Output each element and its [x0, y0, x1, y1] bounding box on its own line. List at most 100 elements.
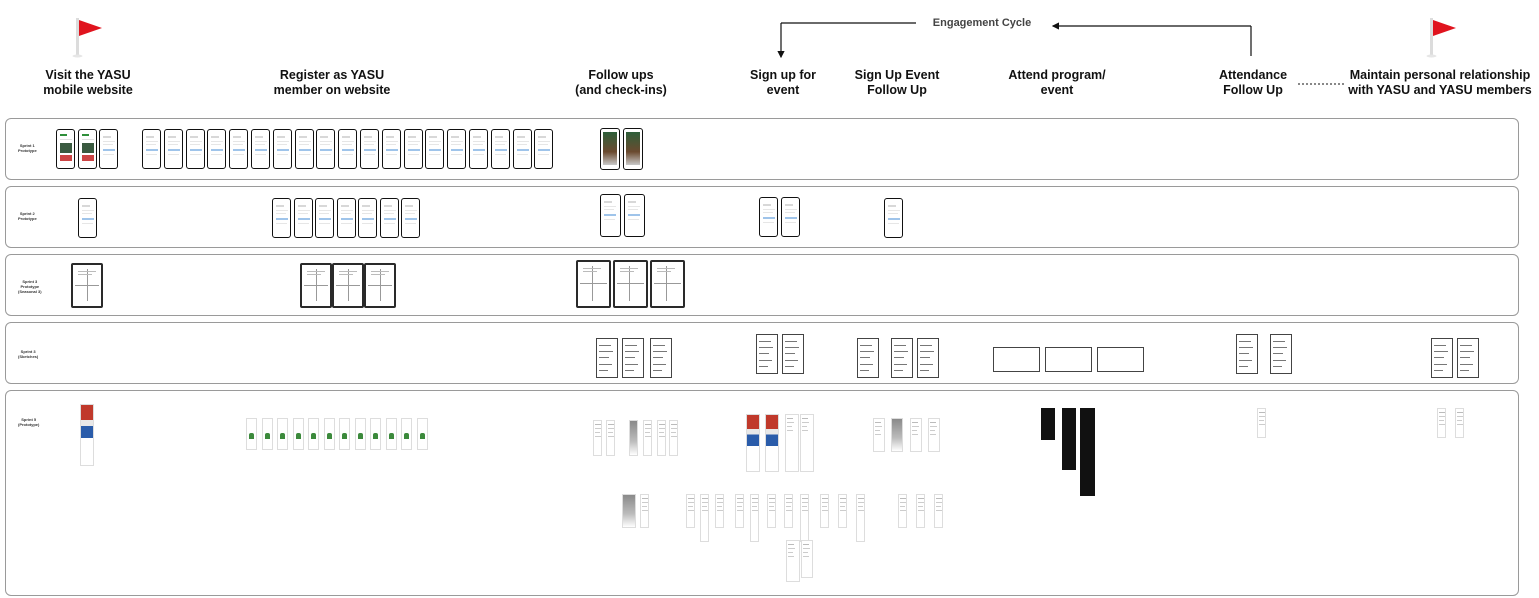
- sprint5-screen: [416, 418, 428, 450]
- sprint1-screen: [600, 128, 620, 170]
- sprint2-screen: [379, 198, 399, 238]
- sprint3-sketch-screen: [857, 338, 879, 378]
- sprint5-screen: [838, 494, 847, 528]
- sprint1-screen: [56, 129, 75, 169]
- sprint5-screen: [1041, 408, 1055, 440]
- sprint3-tablet-screen: [364, 263, 396, 308]
- sprint3-sketch-screen: [993, 347, 1040, 372]
- sprint1-screen: [534, 129, 554, 169]
- sprint3-sketch-screen: [1270, 334, 1292, 374]
- sprint5-screen: [1455, 408, 1464, 438]
- sprint5-screen: [735, 494, 744, 528]
- sprint1-screen: [294, 129, 314, 169]
- sprint5-screen: [622, 494, 636, 528]
- sprint5-screen: [401, 418, 412, 450]
- sprint3-sketch-screen: [1045, 347, 1092, 372]
- stage-visit: Visit the YASU mobile website: [43, 68, 133, 97]
- stage-register: Register as YASU member on website: [273, 68, 391, 97]
- sprint1-screen: [99, 129, 118, 169]
- sprint5-screen: [1062, 408, 1076, 470]
- sprint5-screen: [686, 494, 695, 528]
- sprint2-screen: [78, 198, 97, 238]
- sprint1-screen: [447, 129, 467, 169]
- sprint3-sketch-screen: [917, 338, 939, 378]
- sprint5-screen: [767, 494, 776, 528]
- sprint2-screen: [358, 198, 377, 238]
- sprint1-screen: [229, 129, 249, 169]
- sprint3-sketch-screen: [650, 338, 672, 378]
- sprint5-screen: [820, 494, 829, 528]
- row-label-sprint5: Sprint 5 (Prototype): [18, 417, 40, 427]
- sprint1-screen: [185, 129, 205, 169]
- sprint5-screen: [928, 418, 940, 452]
- sprint1-screen: [381, 129, 401, 169]
- sprint5-screen: [643, 420, 652, 456]
- sprint5-screen: [246, 418, 257, 450]
- sprint3-sketch-screen: [756, 334, 778, 374]
- sprint3-tablet-screen: [613, 260, 648, 308]
- sprint5-screen: [606, 420, 615, 456]
- sprint5-screen: [354, 418, 366, 450]
- sprint5-screen: [629, 420, 638, 456]
- row-label-sprint3-tablet: Sprint 3 Prototype (Seasonal 3): [18, 279, 42, 294]
- sprint3-sketch-screen: [891, 338, 913, 378]
- sprint5-screen: [934, 494, 943, 528]
- stage-followups: Follow ups (and check-ins): [575, 68, 667, 97]
- row-label-sprint3-sketch: Sprint 3 (Sketches): [18, 349, 39, 359]
- sprint1-screen: [512, 129, 532, 169]
- sprint5-screen: [750, 494, 759, 542]
- sprint1-screen: [425, 129, 445, 169]
- sprint2-screen: [884, 198, 903, 238]
- sprint5-screen: [308, 418, 319, 450]
- sprint3-tablet-screen: [332, 263, 364, 308]
- stage-signup: Sign up for event: [750, 68, 816, 97]
- engagement-cycle-label: Engagement Cycle: [932, 17, 1032, 29]
- sprint3-sketch-screen: [1431, 338, 1453, 378]
- sprint5-screen: [765, 414, 779, 472]
- sprint5-screen: [785, 414, 799, 472]
- sprint5-screen: [277, 418, 288, 450]
- sprint5-screen: [339, 418, 350, 450]
- sprint3-tablet-screen: [650, 260, 685, 308]
- sprint5-screen: [916, 494, 925, 528]
- stage-signup-followup: Sign Up Event Follow Up: [854, 68, 940, 97]
- sprint3-sketch-screen: [1457, 338, 1479, 378]
- sprint3-sketch-screen: [1236, 334, 1258, 374]
- sprint5-screen: [898, 494, 907, 528]
- sprint5-screen: [261, 418, 273, 450]
- sprint1-screen: [469, 129, 488, 169]
- sprint1-screen: [207, 129, 227, 169]
- sprint1-screen: [623, 128, 643, 170]
- sprint5-screen: [80, 404, 94, 466]
- engagement-cycle-arrows: [777, 22, 1345, 85]
- sprint5-screen: [891, 418, 903, 452]
- sprint1-screen: [272, 129, 292, 169]
- sprint5-screen: [669, 420, 678, 456]
- sprint5-screen: [800, 494, 809, 542]
- sprint5-screen: [640, 494, 649, 528]
- sprint5-screen: [1257, 408, 1266, 438]
- sprint2-screen: [293, 198, 313, 238]
- sprint2-screen: [336, 198, 356, 238]
- sprint2-screen: [759, 197, 778, 237]
- start-flag-icon: [72, 18, 102, 58]
- sprint3-tablet-screen: [71, 263, 103, 308]
- sprint5-screen: [715, 494, 724, 528]
- end-flag-icon: [1426, 18, 1456, 58]
- stage-maintain: Maintain personal relationship with YASU…: [1348, 68, 1532, 97]
- sprint3-tablet-screen: [300, 263, 332, 308]
- sprint5-screen: [873, 418, 885, 452]
- row-sprint3-tablet: Sprint 3 Prototype (Seasonal 3): [5, 254, 1519, 316]
- sprint5-screen: [385, 418, 397, 450]
- sprint5-screen: [292, 418, 304, 450]
- sprint2-screen: [401, 198, 420, 238]
- sprint2-screen: [781, 197, 800, 237]
- sprint5-screen: [856, 494, 865, 542]
- sprint3-sketch-screen: [782, 334, 804, 374]
- row-label-sprint2: Sprint 2 Prototype: [18, 211, 37, 221]
- row-sprint1: Sprint 1 Prototype: [5, 118, 1519, 180]
- sprint3-sketch-screen: [596, 338, 618, 378]
- sprint1-screen: [403, 129, 423, 169]
- sprint5-screen: [700, 494, 709, 542]
